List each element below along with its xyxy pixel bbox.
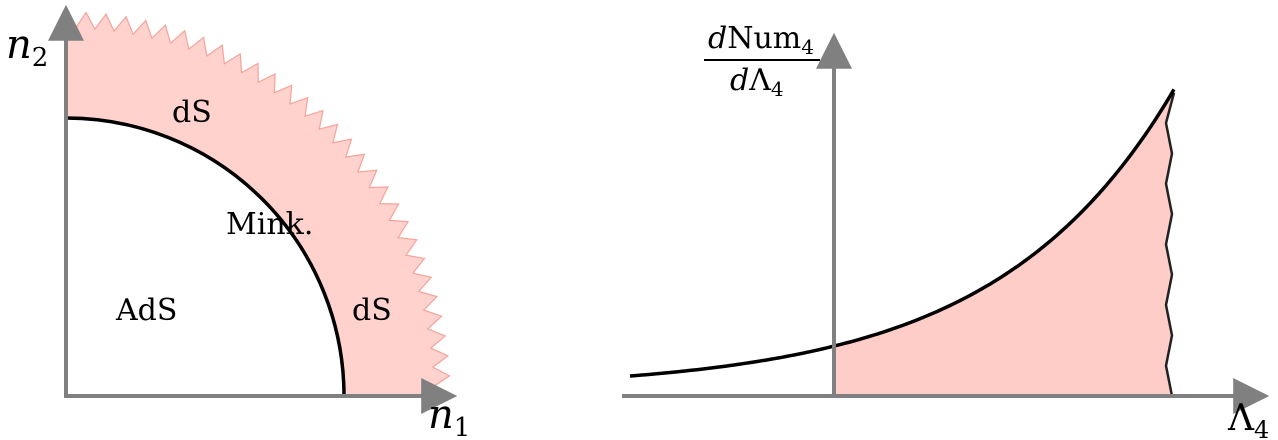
- x-axis-label-sub: 1: [454, 413, 471, 440]
- y-label-num-d: d: [708, 21, 727, 56]
- y-label-den-d: d: [730, 63, 749, 98]
- svg-text:dNum4: dNum4: [708, 21, 814, 59]
- left-y-axis-label: n2: [6, 22, 48, 73]
- x-label-sub: 4: [1254, 416, 1269, 440]
- y-label-num-sub: 4: [801, 35, 814, 59]
- y-label-den-sub: 4: [771, 77, 784, 101]
- right-panel: dNum4 dΛ4 Λ4: [622, 21, 1269, 440]
- region-label-ads: AdS: [115, 293, 177, 328]
- x-label-base: Λ: [1227, 398, 1255, 439]
- ds-shaded-band: [65, 9, 453, 397]
- right-y-axis-label: dNum4 dΛ4: [704, 21, 820, 101]
- left-x-axis-label: n1: [428, 392, 470, 440]
- left-panel: n2 n1 dS Mink. AdS dS: [6, 4, 470, 440]
- y-axis-label-sub: 2: [32, 43, 49, 73]
- y-label-den-text: Λ: [748, 63, 771, 98]
- minkowski-boundary-curve: [65, 116, 346, 397]
- y-label-num-text: Num: [727, 21, 801, 56]
- distribution-curve: [629, 88, 1176, 378]
- right-x-axis-label: Λ4: [1227, 398, 1269, 440]
- jagged-cutoff-edge: [1164, 92, 1176, 397]
- region-label-mink: Mink.: [226, 207, 313, 242]
- region-label-ds-right: dS: [352, 293, 392, 328]
- x-axis-label-base: n: [428, 392, 454, 438]
- shaded-area-under-curve: [834, 92, 1174, 397]
- svg-text:dΛ4: dΛ4: [730, 63, 784, 101]
- y-axis-label-base: n: [6, 22, 32, 68]
- region-label-ds-top: dS: [172, 95, 212, 130]
